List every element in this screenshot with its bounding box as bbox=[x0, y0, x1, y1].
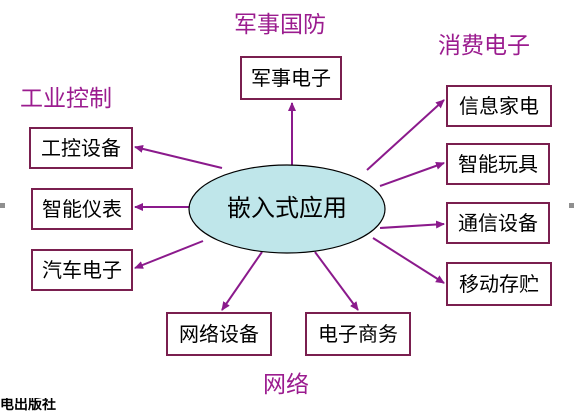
center-ellipse bbox=[188, 164, 386, 254]
node-military-electronics: 军事电子 bbox=[240, 56, 342, 100]
node-network-equipment: 网络设备 bbox=[166, 312, 272, 356]
node-industrial-control-equipment: 工控设备 bbox=[29, 127, 133, 169]
group-title-network: 网络 bbox=[263, 372, 309, 398]
group-title-military: 军事国防 bbox=[234, 12, 326, 38]
node-mobile-storage: 移动存贮 bbox=[446, 262, 552, 306]
arrow-to-mobile-storage bbox=[372, 237, 445, 284]
group-title-consumer: 消费电子 bbox=[438, 33, 530, 59]
arrow-to-industrial-control-equipment bbox=[134, 144, 223, 169]
node-ecommerce: 电子商务 bbox=[305, 312, 411, 356]
arrow-to-smart-toys bbox=[379, 161, 445, 187]
arrow-to-ecommerce bbox=[314, 251, 359, 311]
node-comm-equipment: 通信设备 bbox=[446, 202, 550, 244]
group-title-industrial: 工业控制 bbox=[20, 86, 112, 112]
resize-handle-right[interactable] bbox=[569, 203, 574, 208]
resize-handle-left[interactable] bbox=[0, 203, 5, 208]
node-auto-electronics: 汽车电子 bbox=[31, 249, 133, 291]
arrow-to-comm-equipment bbox=[379, 220, 445, 229]
node-smart-instruments: 智能仪表 bbox=[31, 188, 133, 230]
center-label: 嵌入式应用 bbox=[227, 194, 347, 222]
arrow-to-info-appliance bbox=[366, 99, 445, 171]
arrow-to-network-equipment bbox=[221, 251, 263, 311]
arrow-to-auto-electronics bbox=[134, 240, 204, 269]
node-info-appliance: 信息家电 bbox=[446, 85, 552, 127]
footer-caption: 电出版社 bbox=[0, 398, 56, 412]
node-smart-toys: 智能玩具 bbox=[446, 143, 550, 185]
